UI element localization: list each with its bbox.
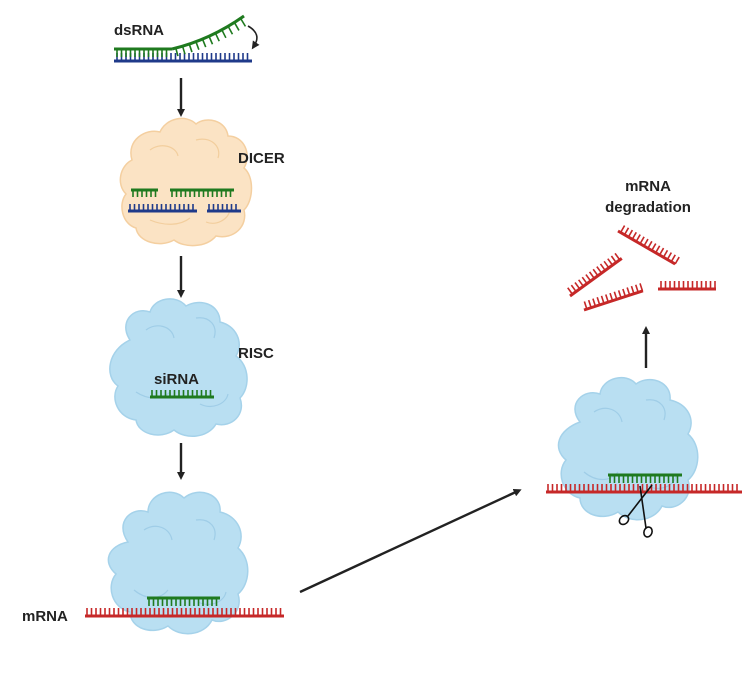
- mrna-fragment-4: [658, 281, 716, 291]
- base-tick: [662, 249, 669, 258]
- base-tick: [570, 284, 577, 293]
- base-tick: [607, 258, 614, 266]
- base-tick: [670, 254, 676, 263]
- base-tick: [214, 32, 220, 42]
- base-tick: [188, 43, 193, 53]
- base-tick: [587, 299, 592, 308]
- base-tick: [617, 290, 622, 299]
- base-tick: [622, 288, 627, 297]
- base-tick: [658, 247, 665, 256]
- dsrna-group: dsRNA: [114, 14, 260, 63]
- base-tick: [233, 22, 240, 31]
- base-tick: [175, 47, 179, 57]
- base-tick: [599, 263, 606, 271]
- base-tick: [567, 287, 574, 295]
- risc-group: RISC siRNA: [109, 298, 274, 437]
- base-tick: [626, 287, 631, 296]
- mrna-bases: [86, 608, 282, 616]
- base-tick: [583, 301, 588, 310]
- arrow-to-cleavage: [299, 489, 522, 594]
- cleavage-sirna-bases: [609, 475, 679, 483]
- base-tick: [666, 252, 673, 260]
- base-tick: [208, 35, 214, 45]
- dicer-complex-shape: [119, 117, 253, 247]
- base-tick: [639, 283, 644, 292]
- risc-sirna-bases: [151, 390, 212, 397]
- base-tick: [647, 240, 653, 249]
- dicer-sense-bases: [132, 190, 232, 197]
- sirna-label: siRNA: [154, 371, 199, 388]
- base-tick: [195, 41, 200, 50]
- base-tick: [592, 298, 597, 307]
- base-tick: [585, 274, 592, 282]
- base-tick: [635, 234, 641, 242]
- base-tick: [614, 252, 621, 261]
- curved-arrow-icon: [247, 25, 260, 50]
- dsrna-label: dsRNA: [114, 22, 164, 39]
- degradation-label-line1: mRNA: [625, 178, 671, 195]
- base-tick: [605, 294, 610, 303]
- dicer-label: DICER: [238, 150, 285, 167]
- base-tick: [227, 25, 234, 35]
- dicer-group: DICER: [119, 117, 285, 247]
- base-tick: [674, 256, 680, 265]
- base-tick: [577, 279, 584, 287]
- risc-complex-shape: [109, 298, 248, 437]
- base-tick: [600, 295, 605, 304]
- bound-sirna-bases: [148, 598, 218, 606]
- base-tick: [609, 292, 614, 301]
- base-tick: [181, 45, 186, 55]
- base-tick: [596, 297, 601, 306]
- degradation-group: mRNA degradation: [567, 178, 716, 312]
- base-tick: [630, 285, 635, 295]
- dicer-antisense-bases: [129, 204, 237, 211]
- base-tick: [631, 231, 637, 240]
- dsrna-sense-bases: [116, 17, 247, 57]
- base-tick: [603, 260, 610, 269]
- base-tick: [627, 229, 634, 238]
- base-tick: [654, 245, 661, 254]
- cleavage-complex-shape: [557, 376, 699, 521]
- base-tick: [619, 225, 626, 233]
- base-tick: [639, 236, 645, 245]
- cleavage-group: [546, 376, 742, 538]
- dsrna-sense-strand-peeled: [171, 14, 245, 51]
- base-tick: [588, 271, 595, 279]
- risc-mrna-group: mRNA: [22, 491, 284, 635]
- base-tick: [634, 284, 639, 293]
- base-tick: [610, 255, 617, 263]
- mrna-fragment-3: [583, 283, 644, 312]
- base-tick: [239, 17, 247, 27]
- base-tick: [221, 29, 227, 39]
- base-tick: [651, 243, 657, 251]
- base-tick: [592, 268, 599, 277]
- mrna-fragment-1: [617, 225, 680, 266]
- base-tick: [574, 282, 581, 290]
- mrna-label: mRNA: [22, 608, 68, 625]
- base-tick: [613, 291, 618, 300]
- cleavage-mrna-bases: [547, 484, 738, 492]
- base-tick: [643, 238, 649, 247]
- risc-label: RISC: [238, 345, 274, 362]
- base-tick: [623, 227, 630, 236]
- base-tick: [596, 266, 603, 274]
- scissors-icon: [618, 484, 653, 538]
- base-tick: [581, 276, 588, 285]
- base-tick: [201, 38, 207, 48]
- degradation-label-line2: degradation: [605, 199, 691, 216]
- mrna-fragment-2: [567, 252, 623, 298]
